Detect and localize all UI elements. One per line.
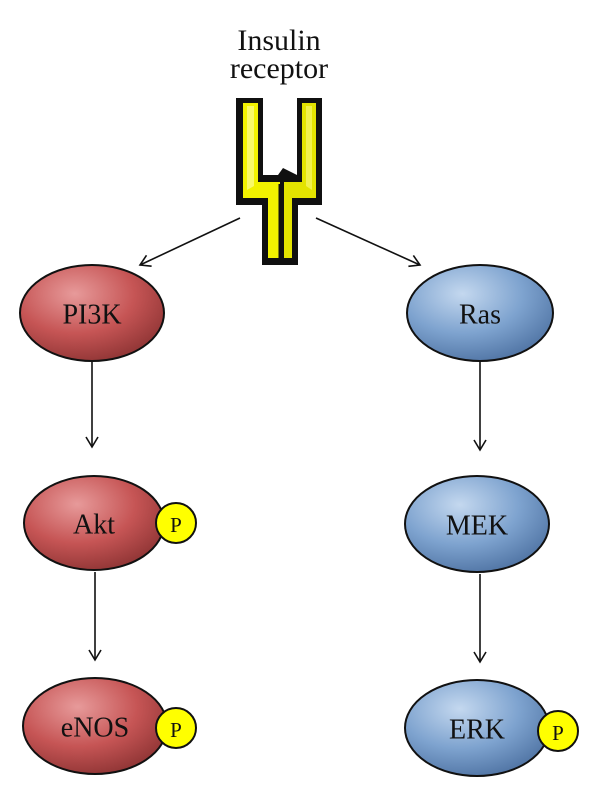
- phospho-badge-erk: P: [537, 710, 579, 752]
- arrow-receptor-to-ras: [315, 217, 422, 268]
- node-erk: ERK: [404, 679, 550, 777]
- phospho-badge-akt: P: [155, 502, 197, 544]
- receptor-title-line2: receptor: [230, 52, 328, 85]
- node-akt-label: Akt: [73, 510, 115, 541]
- phospho-badge-enos: P: [155, 707, 197, 749]
- phospho-label-akt: P: [170, 513, 182, 537]
- node-pi3k-label: PI3K: [62, 300, 121, 331]
- node-ras: Ras: [406, 264, 554, 362]
- node-erk-label: ERK: [449, 715, 505, 746]
- node-akt: Akt: [23, 475, 165, 571]
- arrow-receptor-to-pi3k: [138, 217, 241, 267]
- node-ras-label: Ras: [459, 300, 501, 331]
- receptor-title-line1: Insulin: [237, 24, 320, 57]
- node-mek-label: MEK: [446, 511, 508, 542]
- node-enos: eNOS: [22, 677, 168, 775]
- phospho-label-erk: P: [552, 721, 564, 745]
- node-enos-label: eNOS: [61, 713, 129, 744]
- phospho-label-enos: P: [170, 718, 182, 742]
- insulin-receptor-icon: [236, 98, 322, 265]
- node-mek: MEK: [404, 475, 550, 573]
- node-pi3k: PI3K: [19, 264, 165, 362]
